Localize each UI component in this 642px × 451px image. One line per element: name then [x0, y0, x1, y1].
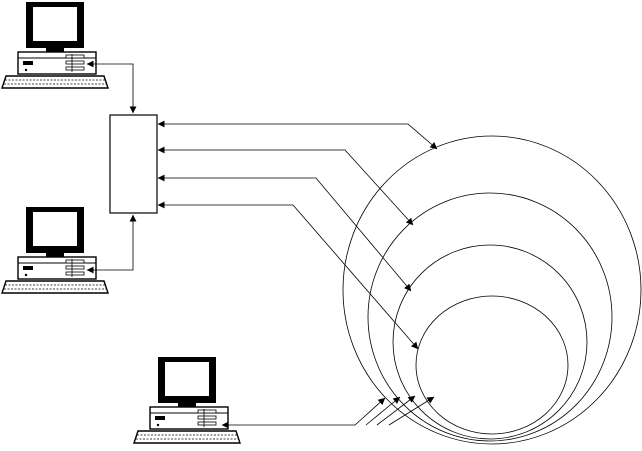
connector-hub-ring-2: [158, 150, 413, 225]
computer-top-icon: [2, 2, 108, 88]
ring-1: [343, 136, 641, 444]
ring-3: [393, 245, 587, 439]
connector-hub-ring-4: [158, 205, 418, 349]
ring-4: [416, 296, 568, 434]
computer-middle-icon: [2, 207, 108, 293]
connector-hub-ring-1: [158, 124, 437, 149]
connector-hub-ring-3: [158, 178, 411, 291]
connector-bottom-ring-1: [355, 398, 385, 425]
hub-box: [110, 115, 157, 213]
computer-bottom-icon: [134, 357, 240, 443]
